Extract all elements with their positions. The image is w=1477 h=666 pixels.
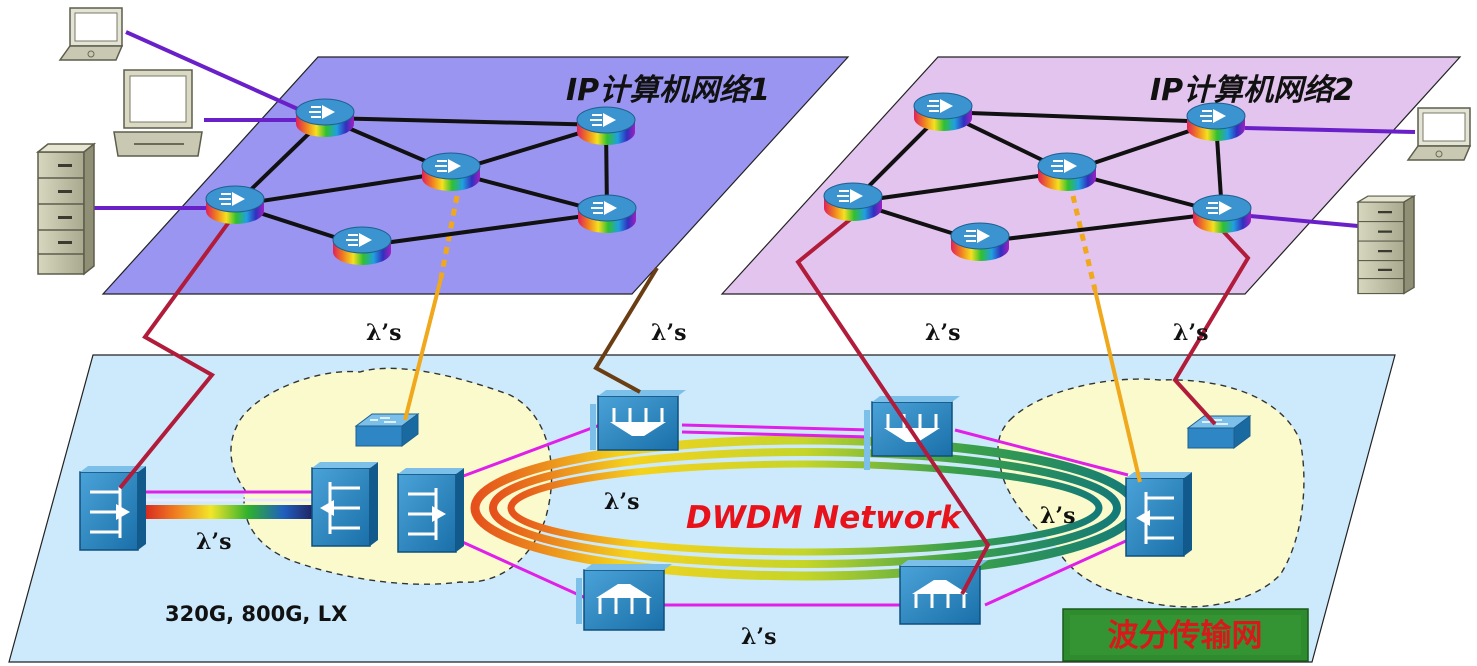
oadm-north xyxy=(590,390,686,451)
transport-badge: 波分传输网 xyxy=(1062,608,1309,662)
lambda-label-1: λ’s xyxy=(366,320,401,346)
network-2-router-d xyxy=(823,182,883,222)
dwdm-network-title: DWDM Network xyxy=(686,500,963,536)
terminal-mux-left xyxy=(79,465,147,551)
network-2-router-c xyxy=(1037,152,1097,192)
network-2-router-e xyxy=(1192,194,1252,234)
laptop-1 xyxy=(59,7,123,61)
network-1-router-a xyxy=(295,98,355,138)
lambda-label-7: λ’s xyxy=(196,529,231,555)
lambda-label-3: λ’s xyxy=(925,320,960,346)
lambda-label-6: λ’s xyxy=(1040,503,1075,529)
network-1-router-c xyxy=(421,152,481,192)
terminal-mux-right xyxy=(311,461,379,547)
lambda-label-5: λ’s xyxy=(604,489,639,515)
server-1 xyxy=(37,143,95,275)
network-1-router-e xyxy=(577,194,637,234)
atm-switch-left xyxy=(355,413,419,447)
atm-switch-right xyxy=(1187,415,1251,449)
network-1-router-f xyxy=(332,226,392,266)
network-2-host-links xyxy=(1244,126,1416,228)
network-1-host-links xyxy=(90,30,301,210)
spectrum-bar xyxy=(142,505,314,519)
server-2 xyxy=(1357,195,1415,295)
lambda-label-8: λ’s xyxy=(741,624,776,650)
oadm-southeast xyxy=(899,560,988,625)
lambda-label-4: λ’s xyxy=(1173,320,1208,346)
uplinks xyxy=(118,195,1251,595)
speed-label: 320G, 800G, LX xyxy=(165,602,347,626)
laptop-2 xyxy=(1407,107,1471,161)
transport-badge-label: 波分传输网 xyxy=(1108,618,1263,654)
network-2-title: IP计算机网络2 xyxy=(1150,73,1354,108)
oadm-west xyxy=(397,467,465,553)
lambda-label-2: λ’s xyxy=(651,320,686,346)
network-2-router-b xyxy=(1186,102,1246,142)
ring-links xyxy=(142,423,1129,607)
network-1-router-b xyxy=(576,106,636,146)
network-1-title: IP计算机网络1 xyxy=(566,73,770,108)
network-2-router-a xyxy=(913,92,973,132)
network-2-router-f xyxy=(950,222,1010,262)
oadm-east xyxy=(1125,471,1193,557)
network-1-router-d xyxy=(205,185,265,225)
dwdm-region-left xyxy=(230,367,553,585)
desktop-1 xyxy=(113,69,203,157)
oadm-south xyxy=(576,564,672,631)
